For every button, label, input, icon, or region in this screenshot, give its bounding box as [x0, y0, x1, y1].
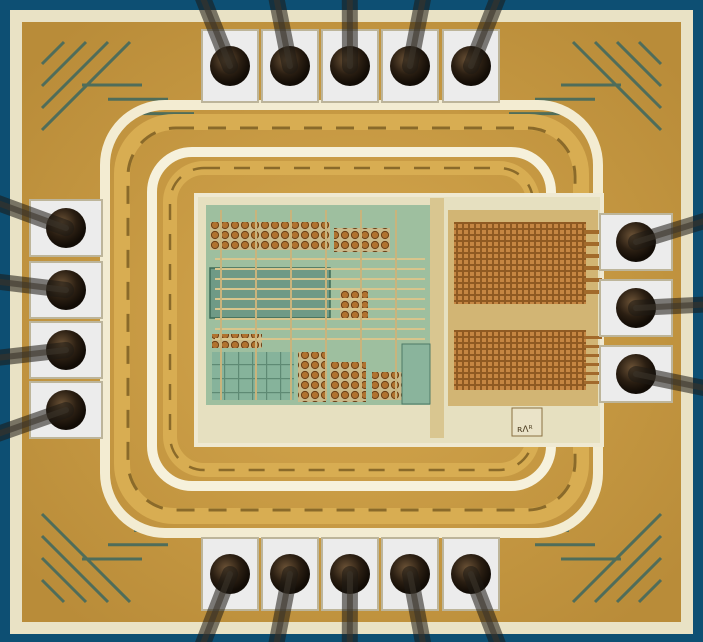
power-finger [584, 336, 602, 339]
cell-column [298, 352, 326, 402]
capacitor-array [212, 352, 294, 400]
logic-mid [209, 267, 331, 319]
routing-line [215, 328, 425, 330]
routing-line [215, 258, 425, 260]
power-finger [584, 381, 602, 384]
corner-trench [637, 578, 663, 604]
power-grid-top [454, 222, 586, 304]
bond-wire-core [633, 301, 703, 311]
corner-trench [615, 556, 663, 604]
power-finger [584, 345, 602, 348]
power-finger [584, 254, 602, 258]
bond-wire-core [273, 571, 293, 642]
routing-line [215, 298, 425, 300]
core-circuit [194, 193, 604, 447]
corner-trench [637, 40, 663, 66]
routing-line [360, 210, 362, 400]
routing-line [325, 210, 327, 400]
cell-column-c [372, 372, 402, 400]
bond-wire-core [633, 371, 703, 391]
bond-wire-core [407, 571, 426, 642]
cell-row-mid [212, 334, 262, 348]
power-finger [584, 266, 602, 270]
power-finger [584, 242, 602, 246]
bond-wire-core [0, 347, 69, 361]
power-grid-bottom [454, 330, 586, 390]
bond-wire-core [200, 0, 233, 69]
bond-wire-core [468, 571, 501, 642]
die-logo-area [511, 407, 543, 437]
routing-line [215, 288, 425, 290]
bond-wire-core [407, 0, 426, 69]
routing-line [290, 210, 292, 400]
routing-line [215, 308, 425, 310]
guard-ring-dash [126, 126, 577, 512]
bond-wire-core [0, 200, 69, 231]
power-finger [584, 354, 602, 357]
routing-line [255, 210, 257, 400]
corner-trench [40, 578, 66, 604]
routing-line [395, 210, 397, 400]
die-marker-text: ʀΛᴿ [517, 425, 533, 435]
power-finger [584, 372, 602, 375]
corner-trench [615, 40, 663, 88]
power-finger [584, 230, 602, 234]
power-finger [584, 363, 602, 366]
corner-trench [40, 40, 88, 88]
bond-wire-core [468, 0, 501, 69]
corner-trench [40, 40, 66, 66]
cell-row-top [210, 222, 330, 250]
routing-line [215, 318, 425, 320]
power-finger [584, 290, 602, 294]
bond-wire-core [200, 571, 233, 642]
corner-trench [40, 534, 110, 604]
bond-wire-core [0, 407, 69, 437]
corner-trench [40, 556, 88, 604]
corner-trench [593, 40, 663, 110]
power-finger [584, 278, 602, 282]
interconnect-bus [430, 198, 444, 438]
bond-wire-core [0, 278, 69, 293]
routing-line [215, 268, 425, 270]
bond-wire-core [273, 0, 293, 69]
cell-cluster [340, 290, 368, 320]
routing-line [215, 338, 425, 340]
routing-line [220, 210, 222, 400]
corner-trench [40, 40, 110, 110]
corner-trench [593, 534, 663, 604]
interconnect-block [401, 343, 431, 405]
bond-wire-core [633, 218, 703, 245]
routing-line [215, 278, 425, 280]
